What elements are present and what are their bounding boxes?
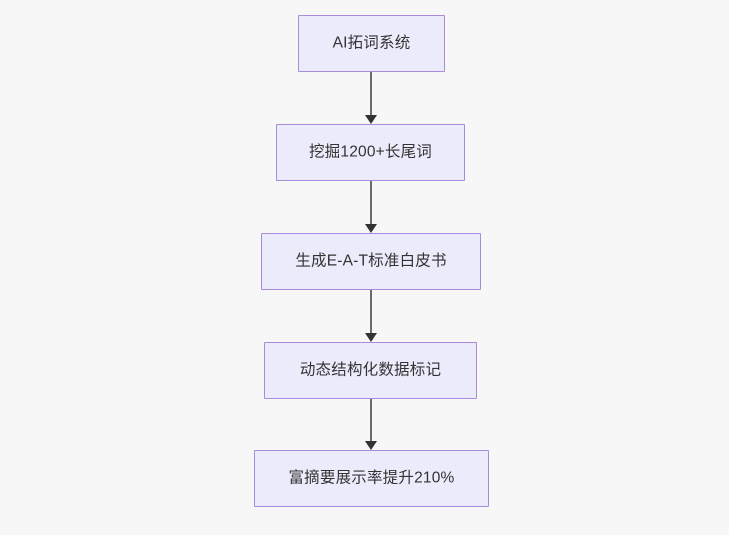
flow-node-label: 挖掘1200+长尾词 (308, 143, 433, 161)
flow-node-mine-longtail-keywords[interactable]: 挖掘1200+长尾词 (276, 124, 465, 181)
edge-line (370, 181, 372, 225)
arrowhead-icon (365, 333, 377, 342)
arrowhead-icon (365, 115, 377, 124)
edge-line (370, 399, 372, 442)
edge-line (370, 72, 372, 116)
arrowhead-icon (365, 441, 377, 450)
flow-node-label: 动态结构化数据标记 (299, 361, 442, 379)
edge-line (370, 290, 372, 334)
flow-node-label: 生成E-A-T标准白皮书 (295, 252, 447, 270)
flow-node-label: 富摘要展示率提升210% (288, 469, 455, 487)
flow-node-generate-eat-whitepaper[interactable]: 生成E-A-T标准白皮书 (261, 233, 481, 290)
arrowhead-icon (365, 224, 377, 233)
flow-node-ai-keyword-system[interactable]: AI拓词系统 (298, 15, 445, 72)
flow-node-rich-snippet-result[interactable]: 富摘要展示率提升210% (254, 450, 489, 507)
flow-node-label: AI拓词系统 (332, 34, 411, 52)
flow-node-dynamic-structured-data[interactable]: 动态结构化数据标记 (264, 342, 477, 399)
